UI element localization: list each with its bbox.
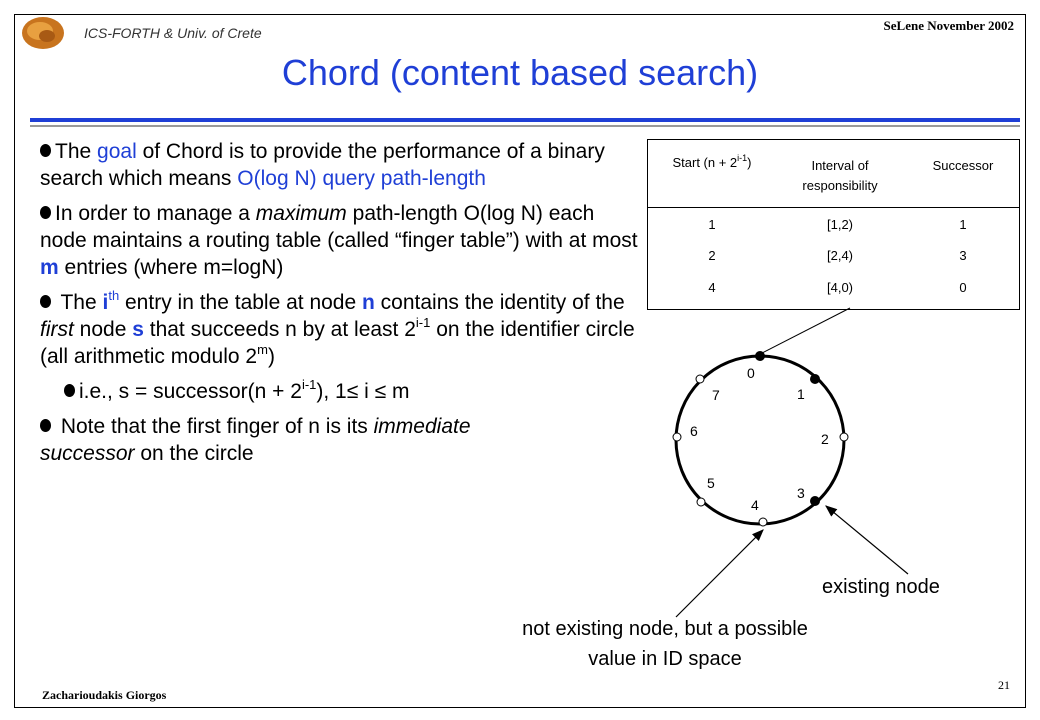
bullet-dot [40, 206, 51, 219]
bullet-ith-entry: The ith entry in the table at node n con… [40, 288, 635, 368]
header-interval: Interval of responsibility [802, 158, 878, 193]
node-6-empty [672, 432, 682, 442]
slide-title: Chord (content based search) [281, 52, 759, 93]
node-2-empty [839, 432, 849, 442]
ring-label-2: 2 [821, 431, 829, 447]
organization-label: ICS-FORTH & Univ. of Crete [84, 25, 262, 41]
cell-interval-2: [2,4) [826, 248, 853, 263]
cell-start-1: 1 [708, 217, 716, 232]
bullet-dot [40, 419, 51, 432]
cell-start-2: 2 [708, 248, 716, 263]
bullet-dot [40, 144, 51, 157]
slide-frame [14, 14, 1026, 708]
annotation-not-existing-node: not existing node, but a possible value … [522, 618, 808, 670]
title-rule [30, 118, 1020, 122]
header-successor: Successor [932, 158, 994, 173]
keyword-immediate: immediate successor [40, 415, 471, 465]
ring-label-0: 0 [747, 365, 755, 381]
keyword-olog: O(log N) query path-length [237, 167, 486, 190]
bullet-finger-table: In order to manage a maximum path-length… [40, 202, 638, 279]
ring-label-3: 3 [797, 485, 805, 501]
bullet-first-finger: Note that the first finger of n is its i… [40, 415, 471, 465]
node-7-empty [695, 374, 705, 384]
ring-label-4: 4 [751, 497, 759, 513]
node-3-existing [810, 496, 820, 506]
table-pointer-line [761, 307, 851, 354]
title-rule-shadow [30, 125, 1020, 127]
finger-table-header: Start (n + 2i-1) Interval of responsibil… [648, 140, 1019, 208]
bullet-formula: i.e., s = successor(n + 2i-1), 1≤ i ≤ m [40, 378, 640, 405]
cell-interval-3: [4,0) [826, 280, 853, 295]
header-start: Start (n + 2i-1) [672, 153, 752, 171]
ring-label-7: 7 [712, 387, 720, 403]
keyword-first: first [40, 318, 74, 341]
keyword-m: m [40, 256, 59, 279]
cell-start-3: 4 [708, 280, 716, 295]
ring-label-6: 6 [690, 423, 698, 439]
cell-successor-1: 1 [959, 217, 967, 232]
cell-successor-3: 0 [959, 280, 967, 295]
existing-node-arrow [825, 505, 909, 575]
bullet-list: The goal of Chord is to provide the perf… [40, 138, 640, 475]
annotation-existing-node: existing node [822, 576, 940, 598]
page-number: 21 [998, 678, 1010, 692]
bullet-dot [40, 295, 51, 308]
finger-table: Start (n + 2i-1) Interval of responsibil… [647, 139, 1020, 310]
conference-label: SeLene November 2002 [883, 18, 1014, 33]
author-name: Zacharioudakis Giorgos [42, 688, 167, 702]
keyword-s: s [132, 318, 144, 341]
node-4-empty [758, 517, 768, 527]
bullet-goal: The goal of Chord is to provide the perf… [40, 140, 605, 190]
cell-successor-2: 3 [959, 248, 967, 263]
bullet-dot [64, 384, 75, 397]
institution-logo [22, 17, 64, 49]
keyword-n: n [362, 291, 375, 314]
ring-label-1: 1 [797, 386, 805, 402]
not-existing-node-arrow [675, 529, 764, 618]
keyword-maximum: maximum [255, 202, 347, 225]
node-1-existing [810, 374, 820, 384]
node-0-existing [755, 351, 765, 361]
keyword-goal: goal [97, 140, 137, 163]
ring-label-5: 5 [707, 475, 715, 491]
keyword-i: i [102, 291, 109, 314]
cell-interval-1: [1,2) [826, 217, 853, 232]
node-5-empty [696, 497, 706, 507]
